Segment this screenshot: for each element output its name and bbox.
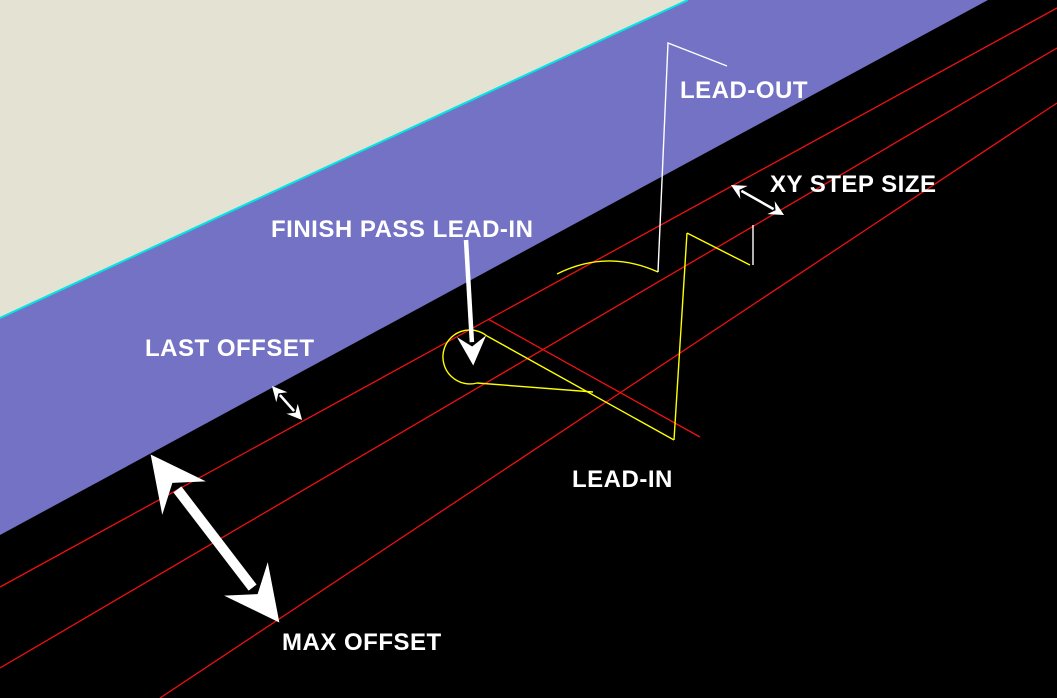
offset-pass-line-3 — [159, 102, 1057, 698]
xy-step-size-arrow — [730, 184, 785, 216]
stock-edge-highlight — [0, 0, 689, 319]
toolpath-vertical-link — [673, 232, 688, 441]
toolpath-lead-in-diagonal — [486, 335, 675, 441]
toolpath-finish-arc — [556, 260, 659, 275]
annotation-arrows — [150, 184, 785, 623]
toolpath-yellow — [442, 232, 751, 441]
toolpath-white — [657, 41, 754, 273]
label-last-offset: LAST OFFSET — [145, 335, 315, 362]
label-lead-in: LEAD-IN — [572, 466, 673, 493]
label-max-offset: MAX OFFSET — [282, 629, 442, 656]
toolpath-zigzag-segment — [686, 232, 751, 266]
finish-pass-lead-in-arrow — [456, 239, 487, 366]
last-offset-arrow — [271, 386, 303, 420]
stepover-diagonal-line — [487, 318, 701, 438]
max-offset-arrow — [150, 454, 280, 623]
label-finish-pass-lead-in: FINISH PASS LEAD-IN — [271, 216, 533, 243]
label-lead-out: LEAD-OUT — [680, 77, 808, 104]
toolpath-loop-exit-segment — [476, 382, 594, 393]
lead-out-path — [657, 41, 728, 273]
machined-slope-face — [0, 0, 988, 535]
label-xy-step-size: XY STEP SIZE — [770, 171, 937, 198]
